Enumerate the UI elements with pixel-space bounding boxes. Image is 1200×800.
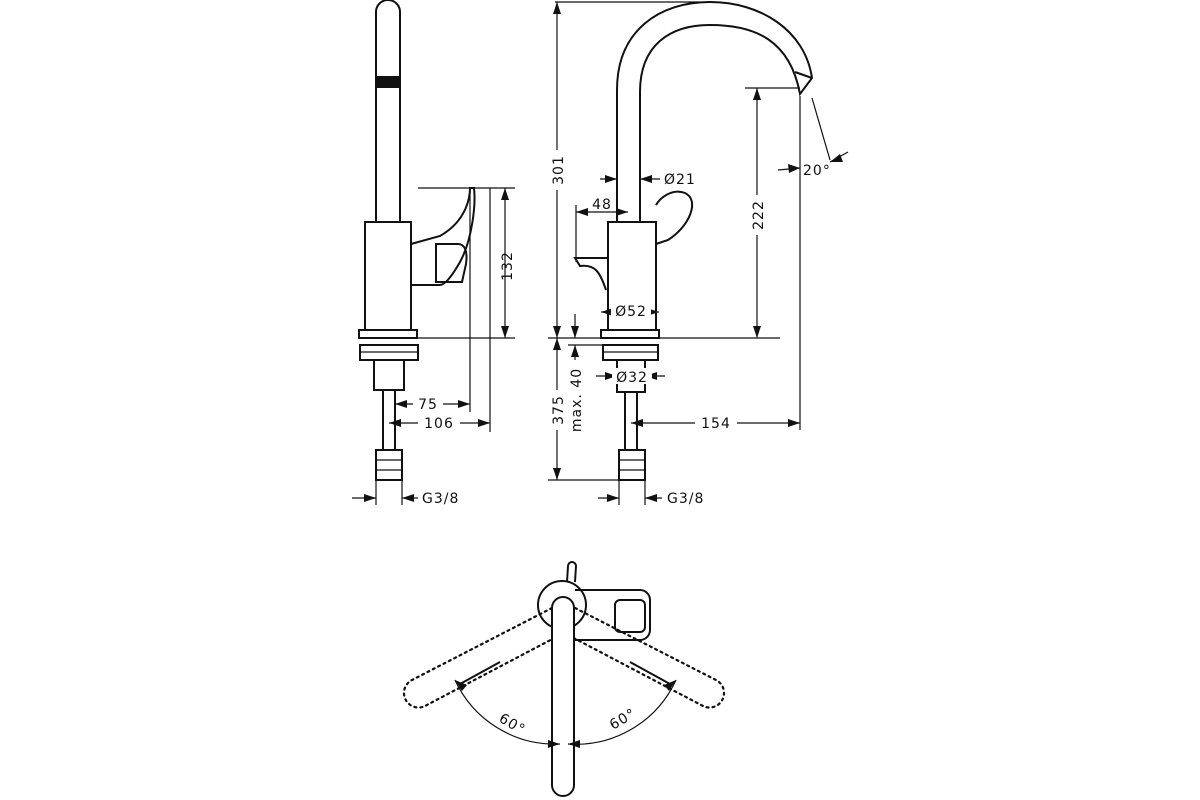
side-hose-connector <box>375 449 403 481</box>
top-spout-left-position <box>402 606 562 709</box>
side-faucet-body <box>364 221 412 331</box>
dim-front-g38: G3/8 <box>667 491 704 507</box>
dim-front-154: 154 <box>701 416 731 432</box>
dim-front-375: 375 <box>551 395 567 425</box>
side-spout-tube <box>375 0 401 222</box>
dim-front-angle-20: 20° <box>803 163 831 179</box>
front-base-flange <box>600 329 660 339</box>
dim-top-angle-left: 60° <box>496 711 528 739</box>
dim-side-g38: G3/8 <box>422 491 459 507</box>
dim-front-48: 48 <box>592 197 612 213</box>
dim-side-106: 106 <box>424 416 454 432</box>
dim-front-301: 301 <box>551 155 567 185</box>
front-gooseneck-spout <box>616 0 814 222</box>
side-aerator-band <box>377 76 399 88</box>
top-view: 60° 60° <box>402 561 726 797</box>
dim-side-132: 132 <box>500 251 516 281</box>
dim-front-d21: Ø21 <box>664 172 696 188</box>
side-base-flange <box>358 329 418 339</box>
dim-front-max40: max. 40 <box>569 368 585 432</box>
top-spout-right-position <box>566 606 726 709</box>
front-view: 301 222 Ø21 48 20° Ø52 <box>548 0 849 507</box>
dim-top-angle-right: 60° <box>607 706 639 734</box>
front-lever-side <box>573 257 608 291</box>
dim-front-d52: Ø52 <box>615 304 647 320</box>
dim-front-d32: Ø32 <box>616 370 648 386</box>
dim-front-222: 222 <box>751 200 767 230</box>
dim-side-75: 75 <box>418 397 438 413</box>
side-view: 132 75 106 G3/8 <box>352 0 516 507</box>
front-lever <box>655 190 694 245</box>
side-lever <box>410 187 476 286</box>
front-hose-connector <box>618 449 646 481</box>
top-lever-body <box>575 589 651 641</box>
top-spout-center <box>551 596 575 797</box>
